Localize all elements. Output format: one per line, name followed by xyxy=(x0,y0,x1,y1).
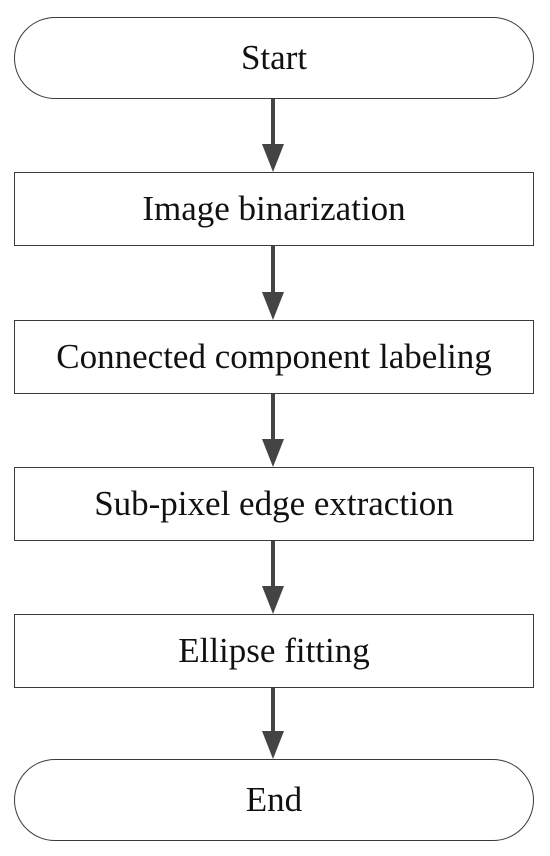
end-label: End xyxy=(245,780,303,819)
arrow-step-1-to-step-2 xyxy=(262,246,284,320)
arrow-step-2-to-step-3 xyxy=(262,394,284,467)
end-terminal: End xyxy=(14,759,534,841)
step-sub-pixel-edge-extraction: Sub-pixel edge extraction xyxy=(14,467,534,541)
step-connected-component-labeling: Connected component labeling xyxy=(14,320,534,394)
start-terminal: Start xyxy=(14,17,534,99)
start-label: Start xyxy=(240,38,308,77)
step-image-binarization: Image binarization xyxy=(14,172,534,246)
step-label: Sub-pixel edge extraction xyxy=(94,484,454,523)
arrow-start-to-step-1 xyxy=(262,99,284,172)
step-label: Connected component labeling xyxy=(56,337,492,376)
step-label: Ellipse fitting xyxy=(178,631,370,670)
step-label: Image binarization xyxy=(142,189,406,228)
arrow-step-3-to-step-4 xyxy=(262,541,284,614)
arrow-step-4-to-end xyxy=(262,688,284,759)
step-ellipse-fitting: Ellipse fitting xyxy=(14,614,534,688)
